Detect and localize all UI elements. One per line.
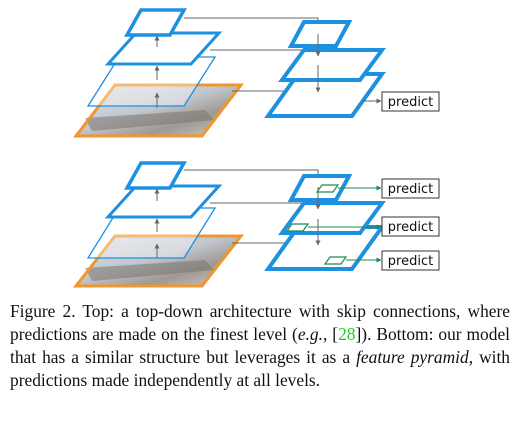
predict-label: predict bbox=[388, 182, 433, 197]
input-image-border bbox=[72, 83, 245, 138]
top-diagram: predict bbox=[72, 8, 440, 138]
lateral-connection bbox=[184, 17, 321, 29]
left-feature-map-top bbox=[124, 8, 187, 37]
input-image-photo-detail bbox=[85, 110, 214, 131]
prediction-head-marker bbox=[285, 223, 310, 232]
caption-feature-pyramid: feature pyramid bbox=[356, 347, 469, 367]
caption-text: , [ bbox=[322, 324, 339, 344]
prediction-head-marker bbox=[315, 184, 340, 193]
predict-box bbox=[381, 91, 440, 112]
prediction-head-marker bbox=[323, 256, 348, 265]
right-feature-map-mid bbox=[278, 48, 386, 82]
input-image-photo-detail bbox=[85, 260, 214, 281]
figure-diagram: predict bbox=[72, 8, 440, 288]
predict-box bbox=[381, 216, 440, 237]
predict-label: predict bbox=[388, 220, 433, 235]
bottom-diagram: predict predict predict bbox=[72, 161, 440, 288]
left-feature-map-top bbox=[124, 161, 187, 190]
caption-eg: e.g. bbox=[297, 324, 323, 344]
right-feature-map-top bbox=[287, 20, 353, 48]
caption-text: ]). Bottom: our model that has a similar… bbox=[10, 324, 510, 367]
lateral-connection bbox=[184, 169, 321, 181]
caption-text: Top: a top-down architecture with skip c… bbox=[10, 301, 510, 344]
caption-text: , with predictions made independently at… bbox=[10, 347, 510, 390]
left-feature-map-upper bbox=[104, 184, 223, 219]
predict-box bbox=[381, 250, 440, 271]
figure-caption: Figure 2. Top: a top-down architecture w… bbox=[10, 300, 510, 392]
predict-label: predict bbox=[388, 254, 433, 269]
citation-link[interactable]: 28 bbox=[338, 324, 356, 344]
input-image-border bbox=[72, 234, 245, 288]
left-feature-map-upper bbox=[104, 31, 223, 66]
caption-label: Figure 2. bbox=[10, 301, 76, 321]
predict-box bbox=[381, 178, 440, 199]
predict-label: predict bbox=[388, 95, 433, 110]
